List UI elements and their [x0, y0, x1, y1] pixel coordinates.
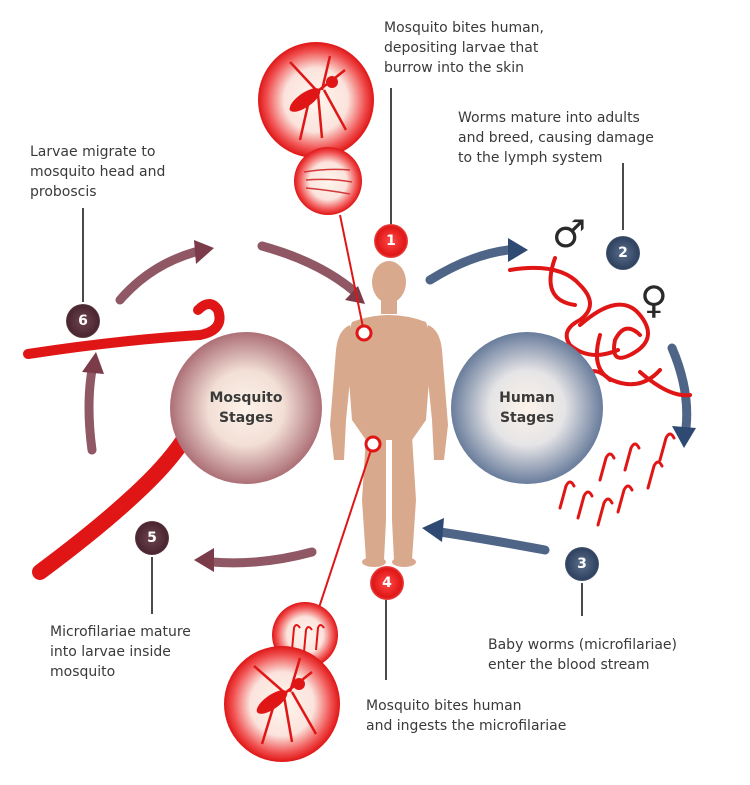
cycle-arrow-mosquito-to-human — [257, 241, 365, 304]
step-number-6: 6 — [66, 304, 100, 338]
step-number-1: 1 — [374, 224, 408, 258]
step-4-caption: Mosquito bites human and ingests the mic… — [366, 698, 567, 734]
mosquito-bubble-top — [258, 42, 374, 158]
step-2-caption: Worms mature into adults and breed, caus… — [458, 110, 654, 166]
larva-worm-left — [23, 299, 225, 580]
cycle-arrow-human-to-mosquito — [194, 547, 317, 572]
bite-line-chest — [339, 214, 365, 333]
bite-site-thigh — [364, 435, 382, 453]
human-stages-label: Human Stages — [499, 390, 555, 426]
step-number-2: 2 — [606, 236, 640, 270]
human-figure — [330, 261, 448, 567]
male-symbol: ♂ — [552, 212, 587, 256]
mosquito-stages-label: Mosquito Stages — [209, 390, 283, 426]
step-5-caption: Microfilariae mature into larvae inside … — [50, 624, 191, 680]
cycle-arrow-human-to-adult — [425, 238, 528, 285]
microfilariae-worms — [558, 432, 676, 527]
cycle-arrow-adult-to-blood — [667, 343, 696, 448]
larvae-bubble-top — [294, 147, 362, 215]
step-6-caption: Larvae migrate to mosquito head and prob… — [30, 144, 166, 200]
bite-site-chest — [355, 324, 373, 342]
adult-worms — [508, 256, 692, 398]
step-3-caption: Baby worms (microfilariae) enter the blo… — [488, 637, 677, 673]
cycle-arrow-left-up — [82, 352, 104, 455]
mosquito-bubble-bottom — [224, 646, 340, 762]
human-stages-hub: Human Stages — [451, 332, 603, 484]
step-number-4: 4 — [370, 566, 404, 600]
female-symbol: ♀ — [640, 278, 668, 322]
cycle-arrow-top-left — [115, 240, 214, 305]
cycle-arrow-blood-to-human — [422, 518, 550, 555]
step-number-5: 5 — [135, 521, 169, 555]
step-number-3: 3 — [565, 547, 599, 581]
mosquito-stages-hub: Mosquito Stages — [170, 332, 322, 484]
step-1-caption: Mosquito bites human, depositing larvae … — [384, 20, 545, 76]
